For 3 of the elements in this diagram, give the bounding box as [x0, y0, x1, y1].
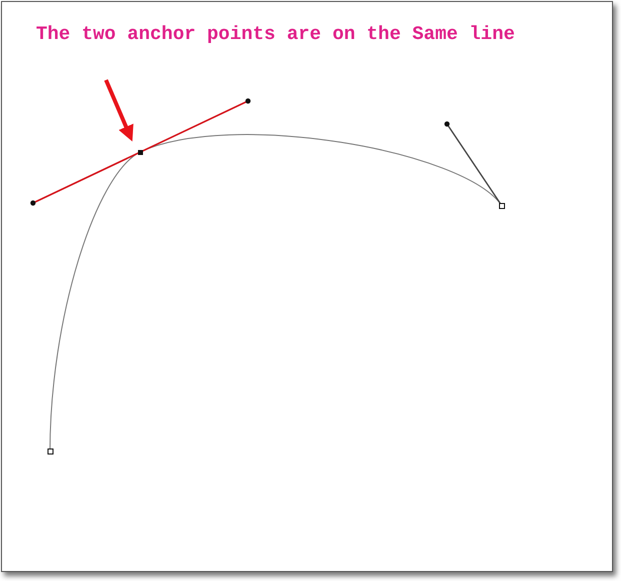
callout-text: The two anchor points are on the Same line: [36, 21, 576, 47]
arrow: [104, 79, 134, 142]
anchor-point: [138, 150, 142, 154]
